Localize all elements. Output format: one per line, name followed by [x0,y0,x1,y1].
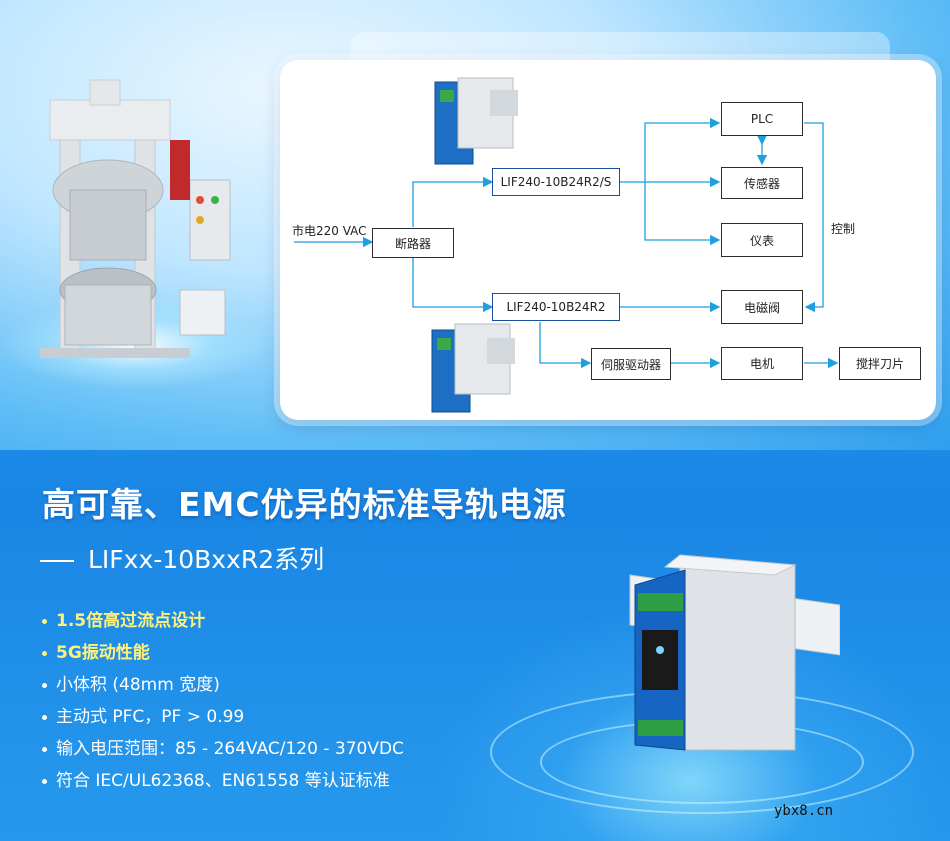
blade-node: 搅拌刀片 [839,347,921,380]
bullet-icon [42,746,47,752]
subtitle-dash [40,560,74,562]
psu-image-bottom [431,323,515,413]
psu-image-top [434,77,518,165]
feature-item: 主动式 PFC，PF > 0.99 [40,701,404,733]
watermark-text: ybx8.cn [774,803,834,819]
bullet-icon [42,682,47,688]
din-rail-psu-product-image [629,554,840,751]
psu-node-s: LIF240-10B24R2/S [492,168,620,196]
breaker-node: 断路器 [372,228,454,258]
headline: 高可靠、EMC优异的标准导轨电源 [42,485,567,524]
series-name: LIFxx-10BxxR2系列 [88,545,325,574]
psu-node: LIF240-10B24R2 [492,293,620,321]
bullet-icon [42,650,47,656]
feature-list: 1.5倍高过流点设计 5G振动性能 小体积 (48mm 宽度) 主动式 PFC，… [40,605,404,797]
feature-item: 1.5倍高过流点设计 [40,605,404,637]
mixer-machine-image [40,79,231,358]
meter-node: 仪表 [721,223,803,257]
bullet-icon [42,778,47,784]
diagram-connectors [294,77,839,413]
bullet-icon [42,714,47,720]
control-label: 控制 [831,222,856,236]
diagram-panel: 市电220 VAC 断路器 LIF240-10B24R2/S LIF240-10… [280,60,936,420]
feature-item: 5G振动性能 [40,637,404,669]
feature-item: 输入电压范围：85 - 264VAC/120 - 370VDC [40,733,404,765]
feature-item: 小体积 (48mm 宽度) [40,669,404,701]
feature-item: 符合 IEC/UL62368、EN61558 等认证标准 [40,765,404,797]
panel-tab-decoration [350,32,890,64]
valve-node: 电磁阀 [721,290,803,324]
bullet-icon [42,618,47,624]
motor-node: 电机 [721,347,803,380]
servo-node: 伺服驱动器 [591,348,671,380]
series-subtitle: LIFxx-10BxxR2系列 [40,540,324,576]
sensor-node: 传感器 [721,167,803,199]
plc-node: PLC [721,102,803,136]
input-power-label: 市电220 VAC [292,224,367,238]
